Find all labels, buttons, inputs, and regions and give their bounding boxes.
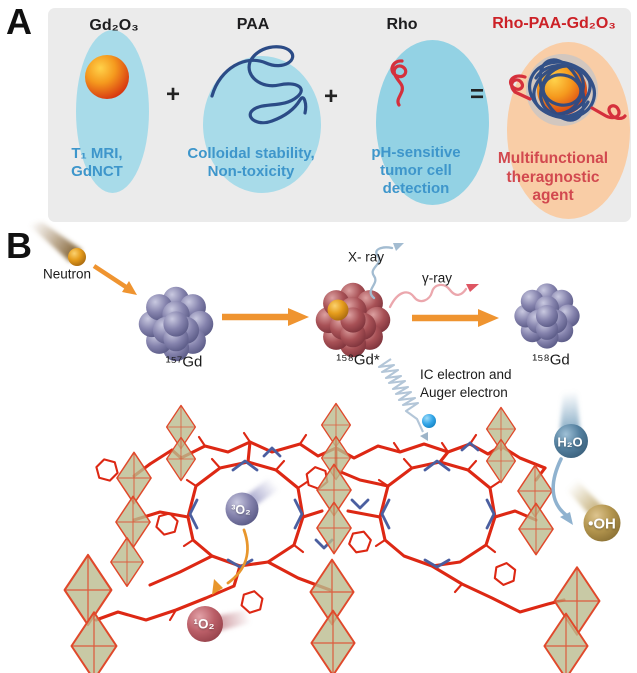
gd2o3-caption: T₁ MRI, GdNCT	[71, 145, 123, 180]
equals-operator: =	[469, 81, 485, 108]
triplet-oxygen-label: ³O₂	[231, 503, 251, 517]
gamma-label: γ-ray	[422, 270, 452, 286]
triplet-oxygen-sphere	[225, 477, 281, 526]
gd2o3-title: Gd₂O₃	[89, 17, 139, 34]
panel-a-label: A	[6, 1, 32, 42]
paa-title: PAA	[236, 16, 270, 33]
product-title: Rho-PAA-Gd₂O₃	[492, 15, 616, 32]
xray-wave-arrow	[369, 243, 404, 300]
plus-operator-1: +	[165, 81, 181, 108]
plus-operator-2: +	[323, 83, 339, 110]
electrons-label: IC electron and Auger electron	[420, 367, 512, 401]
gamma-wave-arrow	[388, 283, 479, 309]
paa-polymer-chain	[210, 45, 308, 125]
neutron-arrow	[92, 264, 137, 295]
rho-tail-left	[509, 74, 532, 101]
paa-caption: Colloidal stability, Non-toxicity	[187, 145, 315, 180]
hydroxyl-label: •OH	[588, 515, 616, 533]
gd158-cluster	[514, 283, 580, 349]
reaction-arrow-2	[412, 309, 499, 327]
neutron-comet	[28, 222, 86, 266]
gd157-label: ¹⁵⁷Gd	[165, 353, 203, 371]
mof-octahedra	[63, 402, 601, 673]
electron-sphere	[422, 414, 436, 428]
electron-spring-arrow	[377, 358, 428, 441]
paa-ellipse	[203, 56, 321, 193]
gd158-label: ¹⁵⁸Gd	[532, 351, 570, 369]
product-caption: Multifunctional theragnostic agent	[497, 150, 609, 205]
ros-conversion-arrow	[212, 528, 249, 595]
polymer-shell	[528, 58, 596, 122]
neutron-label: Neutron	[42, 266, 92, 282]
water-sphere	[554, 390, 588, 458]
gd158-excited-label: ¹⁵⁸Gd*	[336, 351, 380, 369]
gd158-excited-cluster	[315, 282, 391, 358]
xray-label: X- ray	[347, 249, 385, 265]
panel-b-label: B	[6, 225, 32, 266]
rho-molecule	[390, 59, 408, 107]
hydroxyl-sphere	[565, 480, 621, 542]
gd2o3-nanoparticle-sphere	[85, 55, 129, 99]
gd157-cluster	[138, 286, 214, 362]
rho-caption: pH-sensitive tumor cell detection	[371, 144, 461, 197]
rho-title: Rho	[386, 16, 418, 33]
rho-tail-right	[590, 104, 627, 120]
reaction-arrow-1	[222, 308, 309, 326]
captured-neutron-sphere	[327, 299, 349, 321]
singlet-oxygen-sphere	[187, 606, 250, 642]
water-radiolysis-arrow	[551, 457, 573, 525]
nanoparticle	[509, 54, 627, 126]
singlet-oxygen-label: ¹O₂	[193, 616, 215, 632]
water-label: H₂O	[557, 434, 583, 450]
